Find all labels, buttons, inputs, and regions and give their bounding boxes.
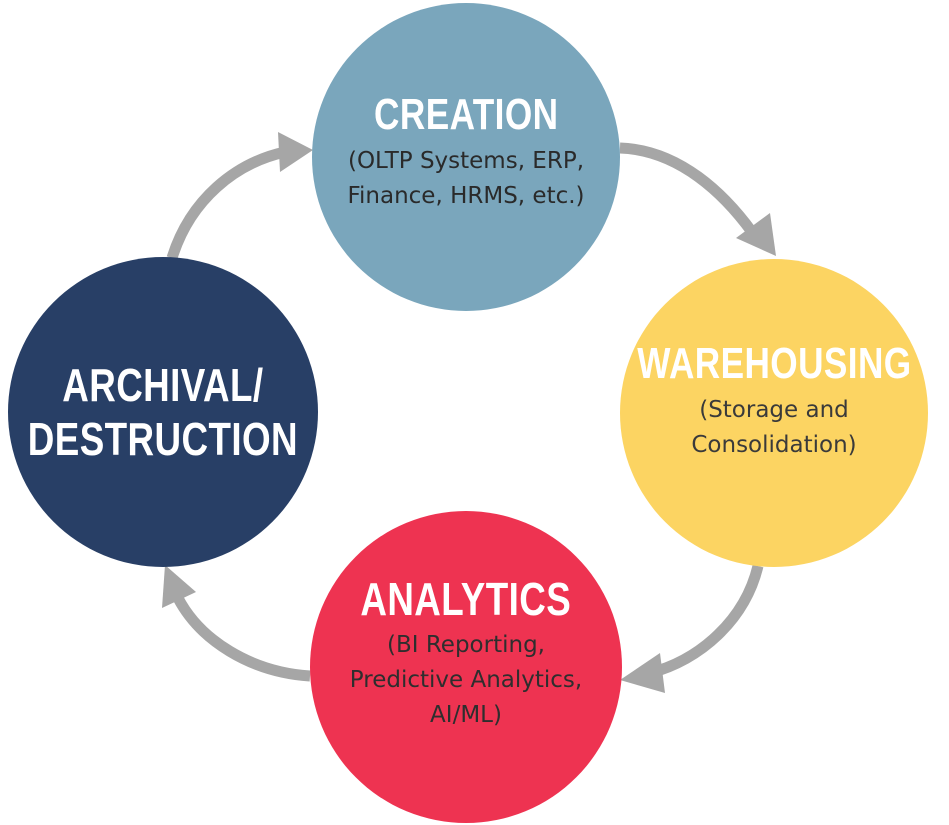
stage-archival-title-line: ARCHIVAL/ bbox=[62, 359, 264, 411]
stage-archival-title: ARCHIVAL/ DESTRUCTION bbox=[28, 358, 298, 466]
arrow-analytics-to-archival bbox=[173, 595, 311, 682]
stage-creation-title: CREATION bbox=[373, 89, 559, 139]
stage-analytics: ANALYTICS (BI Reporting, Predictive Anal… bbox=[310, 511, 622, 823]
arrow-archival-to-creation bbox=[166, 146, 287, 260]
stage-warehousing-desc-line: (Storage and bbox=[699, 397, 849, 424]
stage-warehousing-description: (Storage and Consolidation) bbox=[691, 393, 856, 463]
stage-warehousing-title: WAREHOUSING bbox=[636, 338, 912, 388]
arrow-creation-to-warehousing bbox=[619, 142, 757, 236]
arrow-warehousing-to-analytics bbox=[648, 564, 764, 679]
stage-warehousing-desc-line: Consolidation) bbox=[691, 432, 857, 459]
stage-analytics-description: (BI Reporting, Predictive Analytics, AI/… bbox=[350, 628, 582, 733]
stage-analytics-desc-line: AI/ML) bbox=[430, 701, 502, 728]
arrowhead-archival bbox=[162, 565, 196, 608]
stage-creation-desc-line: (OLTP Systems, ERP, bbox=[347, 148, 585, 175]
stage-creation-desc-line: Finance, HRMS, etc.) bbox=[347, 183, 585, 210]
stage-creation-description: (OLTP Systems, ERP, Finance, HRMS, etc.) bbox=[347, 144, 584, 214]
arrowhead-warehousing bbox=[736, 213, 776, 256]
stage-creation: CREATION (OLTP Systems, ERP, Finance, HR… bbox=[312, 3, 620, 311]
stage-archival: ARCHIVAL/ DESTRUCTION bbox=[8, 257, 318, 567]
stage-warehousing: WAREHOUSING (Storage and Consolidation) bbox=[620, 259, 928, 567]
stage-analytics-desc-line: Predictive Analytics, bbox=[349, 666, 583, 693]
stage-analytics-desc-line: (BI Reporting, bbox=[387, 631, 545, 658]
stage-archival-title-line: DESTRUCTION bbox=[27, 413, 299, 465]
stage-analytics-title: ANALYTICS bbox=[360, 573, 572, 626]
arrowhead-creation bbox=[278, 132, 313, 172]
arrowhead-analytics bbox=[620, 653, 665, 693]
